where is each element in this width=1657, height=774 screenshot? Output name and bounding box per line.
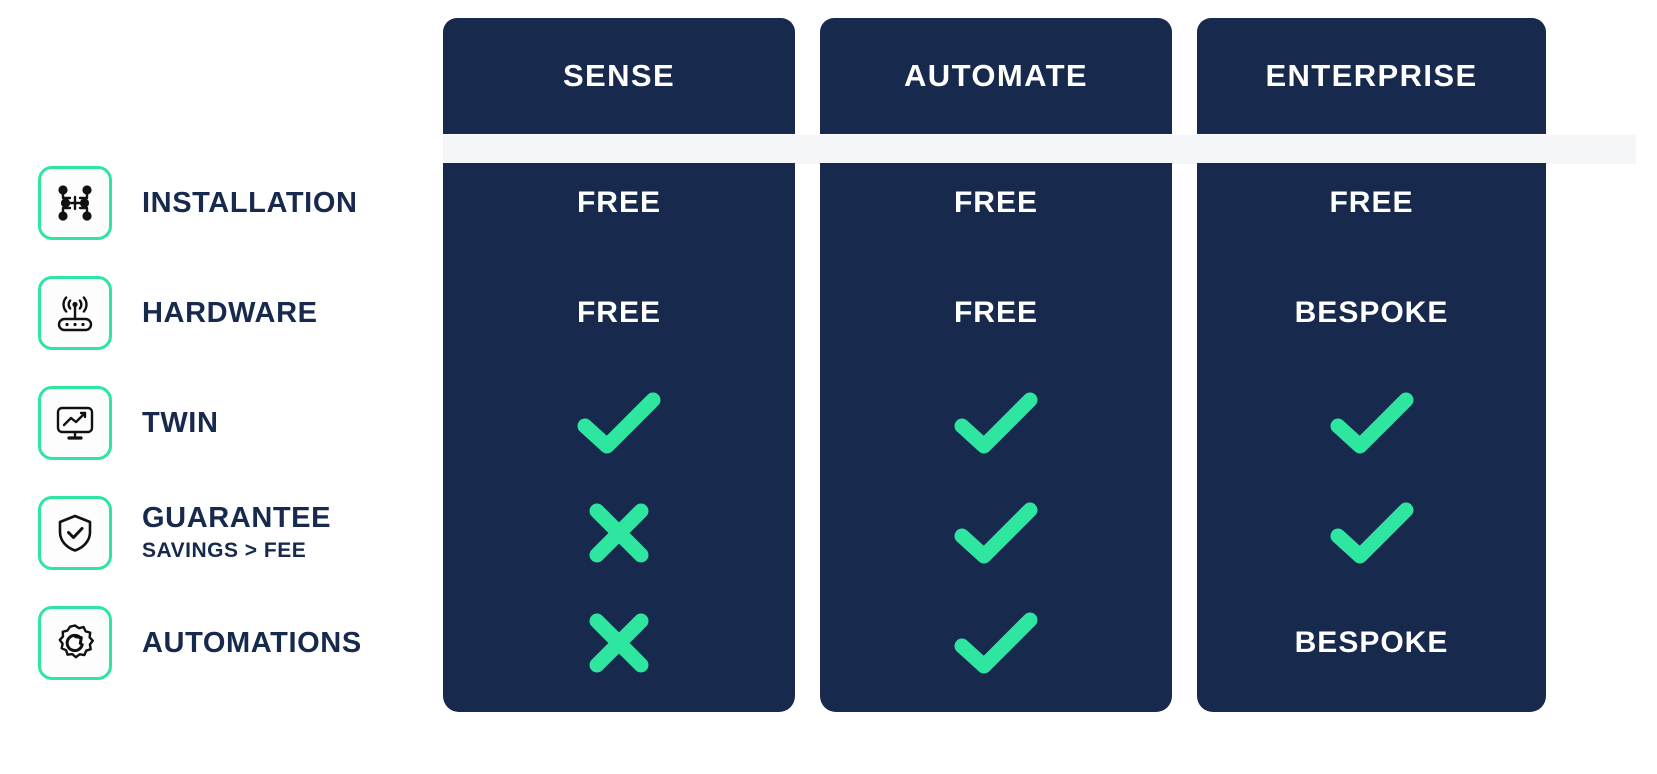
plan-header-sense[interactable]: SENSE xyxy=(443,18,795,134)
cross-icon xyxy=(589,613,649,673)
feature-title: AUTOMATIONS xyxy=(142,626,362,659)
feature-subtitle: SAVINGS > FEE xyxy=(142,539,307,563)
feature-row-twin: TWIN xyxy=(38,381,219,465)
feature-text: HARDWARE xyxy=(142,296,318,329)
check-icon xyxy=(577,392,661,454)
check-icon xyxy=(954,392,1038,454)
feature-title: INSTALLATION xyxy=(142,186,358,219)
header-body-separator xyxy=(443,135,1636,164)
cell-hardware-automate: FREE xyxy=(820,258,1172,368)
network-nodes-icon xyxy=(38,166,112,240)
feature-title: GUARANTEE xyxy=(142,501,332,534)
feature-text: AUTOMATIONS xyxy=(142,626,362,659)
feature-text: INSTALLATION xyxy=(142,186,358,219)
cell-automations-sense xyxy=(443,588,795,698)
cell-guarantee-automate xyxy=(820,478,1172,588)
cell-hardware-sense: FREE xyxy=(443,258,795,368)
monitor-chart-icon xyxy=(38,386,112,460)
cell-guarantee-sense xyxy=(443,478,795,588)
plan-header-automate[interactable]: AUTOMATE xyxy=(820,18,1172,134)
cell-automations-automate xyxy=(820,588,1172,698)
cell-value: FREE xyxy=(576,296,661,329)
cell-guarantee-enterprise xyxy=(1197,478,1546,588)
feature-row-hardware: HARDWARE xyxy=(38,271,318,355)
plan-header-label: ENTERPRISE xyxy=(1265,58,1478,93)
check-icon xyxy=(1330,502,1413,564)
cell-value: BESPOKE xyxy=(1294,296,1449,329)
cell-twin-enterprise xyxy=(1197,368,1546,478)
check-icon xyxy=(954,612,1038,674)
cell-value: FREE xyxy=(953,296,1038,329)
check-icon xyxy=(954,502,1038,564)
cell-installation-enterprise: FREE xyxy=(1197,148,1546,258)
cell-value: FREE xyxy=(953,186,1038,219)
shield-check-icon xyxy=(38,496,112,570)
gear-refresh-icon xyxy=(38,606,112,680)
feature-row-installation: INSTALLATION xyxy=(38,161,358,245)
cell-value: FREE xyxy=(1329,186,1414,219)
cell-value: BESPOKE xyxy=(1294,626,1449,659)
check-icon xyxy=(1330,392,1413,454)
feature-row-guarantee: GUARANTEE SAVINGS > FEE xyxy=(38,491,331,575)
plan-header-enterprise[interactable]: ENTERPRISE xyxy=(1197,18,1546,134)
cell-automations-enterprise: BESPOKE xyxy=(1197,588,1546,698)
cross-icon xyxy=(589,503,649,563)
feature-text: TWIN xyxy=(142,406,219,439)
cell-value: FREE xyxy=(576,186,661,219)
feature-title: HARDWARE xyxy=(142,296,318,329)
cell-twin-automate xyxy=(820,368,1172,478)
cell-hardware-enterprise: BESPOKE xyxy=(1197,258,1546,368)
feature-text: GUARANTEE SAVINGS > FEE xyxy=(142,501,332,563)
feature-row-automations: AUTOMATIONS xyxy=(38,601,362,685)
router-icon xyxy=(38,276,112,350)
feature-title: TWIN xyxy=(142,406,219,439)
plan-header-label: AUTOMATE xyxy=(904,58,1088,93)
cell-installation-sense: FREE xyxy=(443,148,795,258)
plan-header-label: SENSE xyxy=(562,58,676,93)
cell-installation-automate: FREE xyxy=(820,148,1172,258)
cell-twin-sense xyxy=(443,368,795,478)
